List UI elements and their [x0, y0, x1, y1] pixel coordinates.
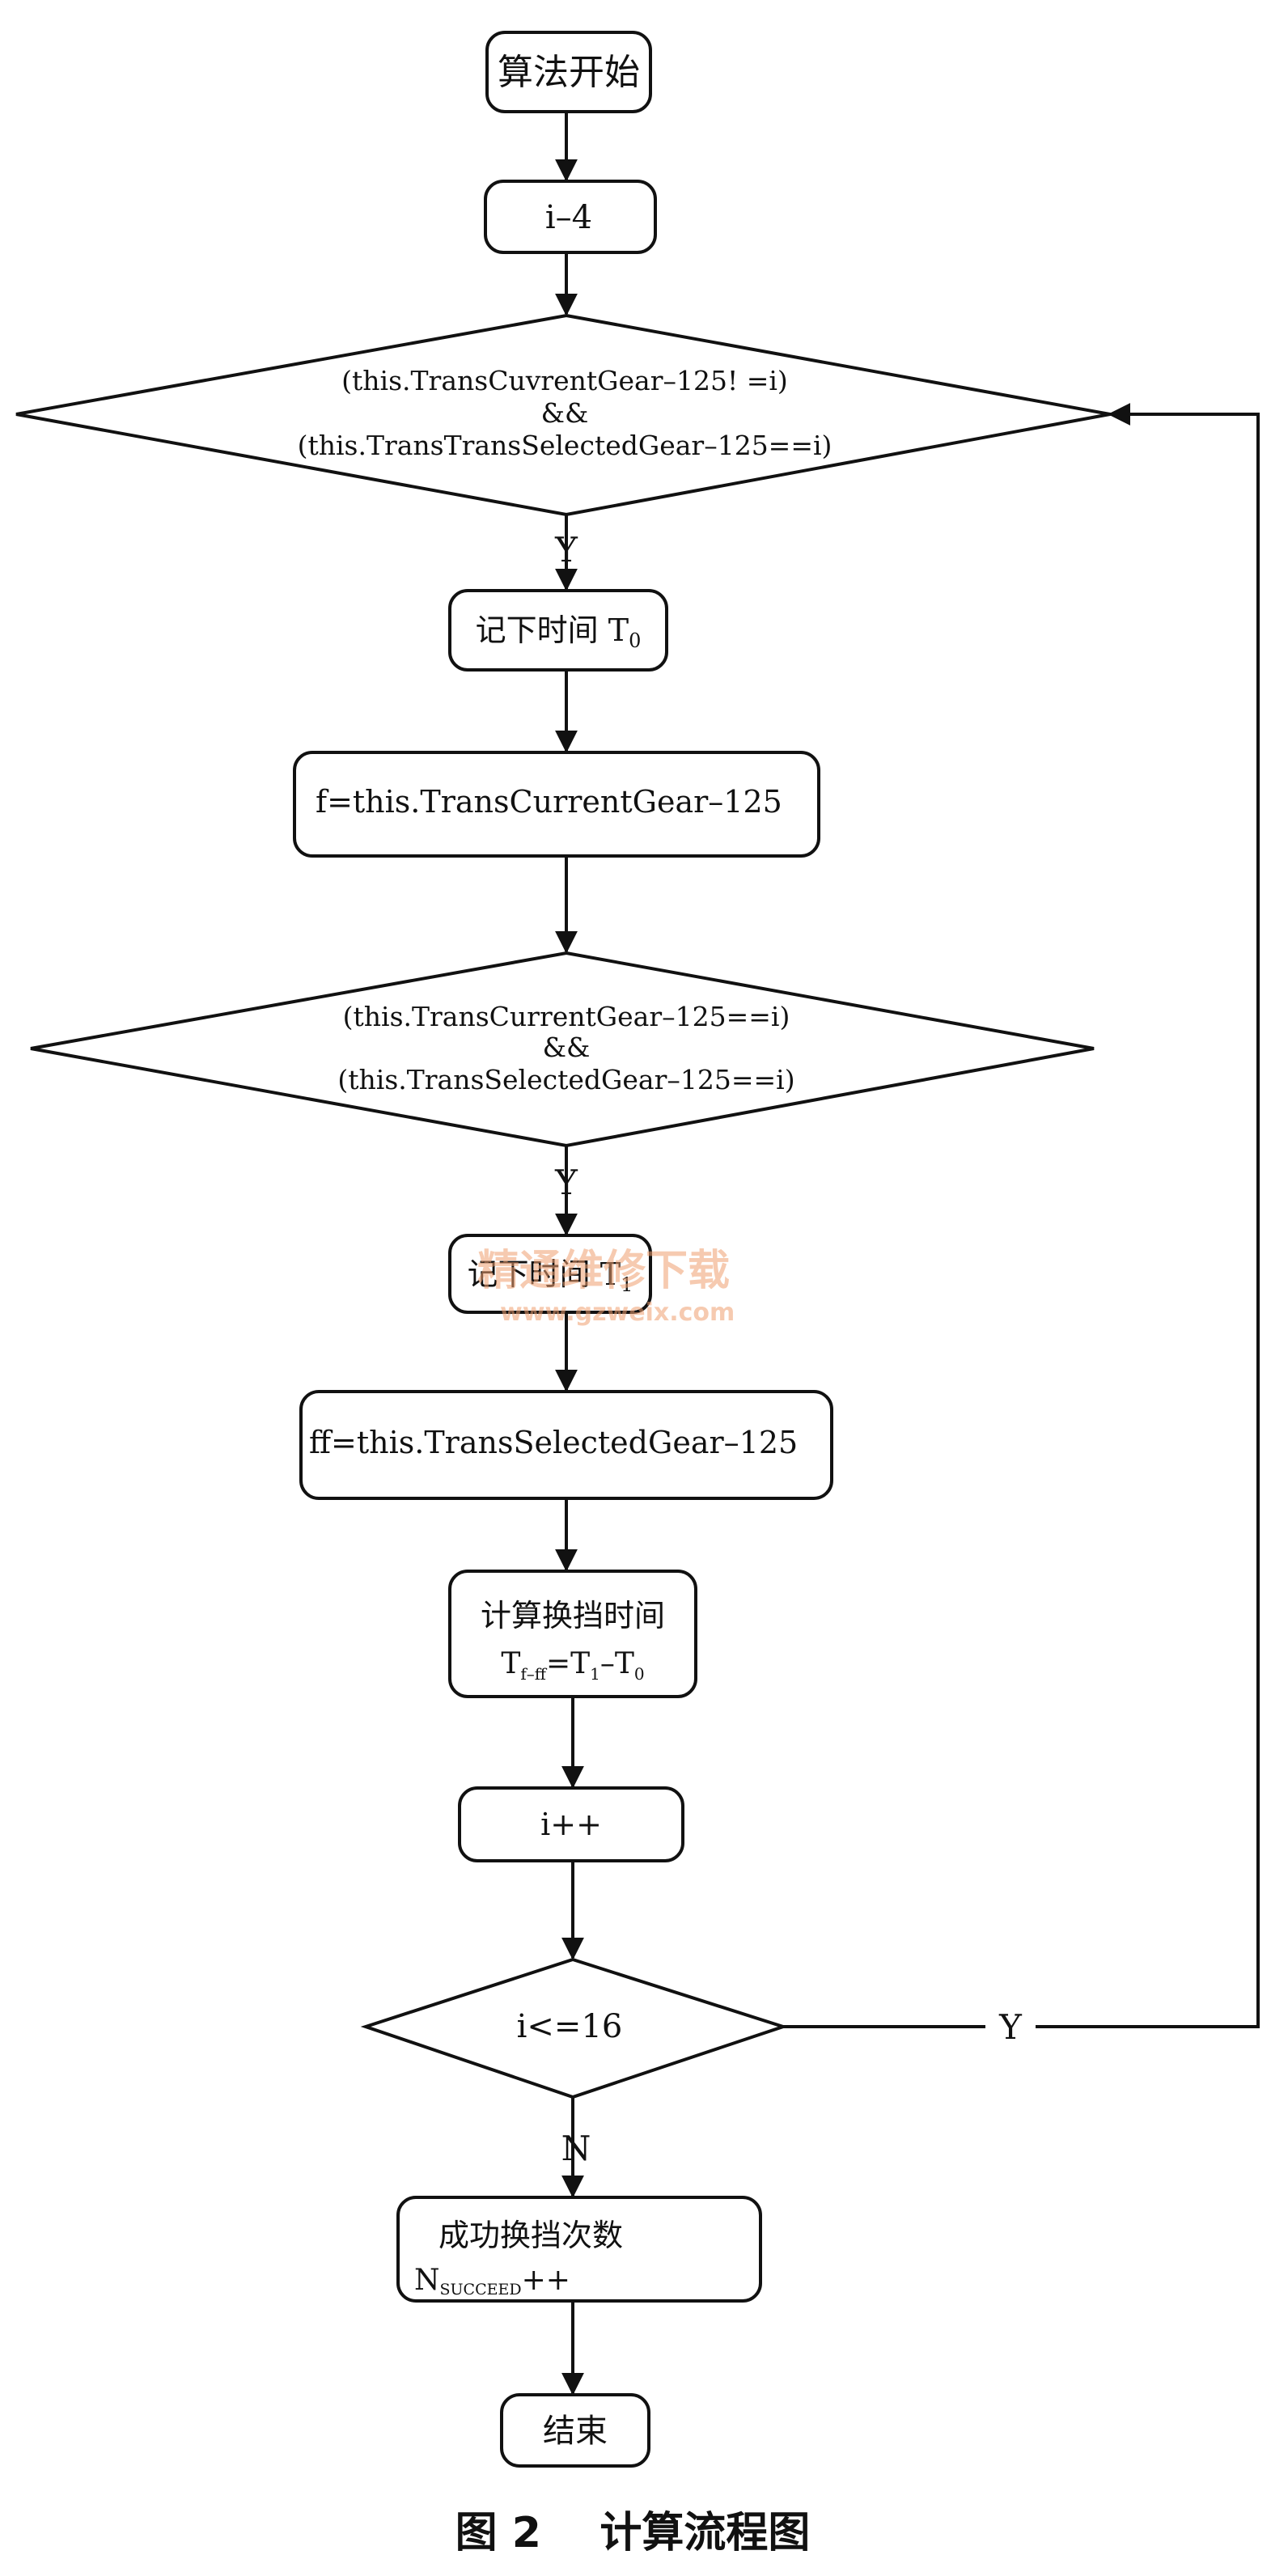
assign-f-label: f=this.TransCurrentGear–125: [316, 784, 782, 820]
figure-caption: 图 2 计算流程图: [455, 2509, 811, 2557]
assign-ff-label: ff=this.TransSelectedGear–125: [309, 1425, 798, 1460]
decision3-diamond: [360, 1957, 789, 2099]
loop-back-connector: [783, 403, 1260, 2028]
compute-node: [448, 1570, 697, 1698]
increment-node: [458, 1786, 684, 1862]
assign-f-node: [293, 751, 820, 858]
decision3-label: i<=16: [517, 2008, 623, 2045]
watermark-url: www.gzweix.com: [500, 1299, 735, 1327]
increment-label: i++: [540, 1807, 602, 1842]
start-node: [485, 31, 652, 113]
watermark-cn: 精通维修下载: [477, 1247, 730, 1295]
decision1-line3: (this.TransTransSelectedGear–125==i): [298, 430, 833, 461]
decision2-line1: (this.TransCurrentGear–125==i): [343, 1001, 790, 1032]
init-node-label: i–4: [545, 199, 592, 236]
success-node: [396, 2196, 762, 2303]
yes-label-2: Y: [554, 1163, 578, 1202]
decision2-line2: &&: [543, 1032, 591, 1063]
yes-label-3: Y: [998, 2007, 1023, 2047]
init-node: [484, 180, 657, 254]
record-t1-label: 记下时间 T1: [468, 1256, 633, 1296]
decision2-line3: (this.TransSelectedGear–125==i): [337, 1064, 794, 1095]
decision1-line1: (this.TransCuvrentGear–125! =i): [341, 365, 788, 396]
end-node: [500, 2393, 650, 2468]
record-t1-node: [448, 1234, 652, 1314]
record-t0-label: 记下时间 T0: [476, 612, 642, 652]
decision1-line2: &&: [541, 397, 589, 429]
yes-label-1: Y: [554, 530, 578, 570]
start-node-label: 算法开始: [498, 52, 640, 93]
decision1-diamond: [15, 313, 1111, 517]
record-t0-subscript: 0: [629, 629, 641, 652]
end-label: 结束: [543, 2413, 608, 2450]
success-line1: 成功换挡次数: [438, 2218, 623, 2253]
assign-ff-node: [299, 1390, 833, 1500]
compute-line1: 计算换挡时间: [481, 1598, 665, 1633]
no-label: N: [561, 2129, 591, 2168]
record-t1-subscript: 1: [621, 1273, 633, 1296]
success-formula: NSUCCEED++: [414, 2264, 570, 2298]
decision2-diamond: [30, 951, 1095, 1148]
record-t0-node: [448, 589, 668, 672]
compute-formula: Tf–ff=T1–T0: [501, 1647, 644, 1684]
